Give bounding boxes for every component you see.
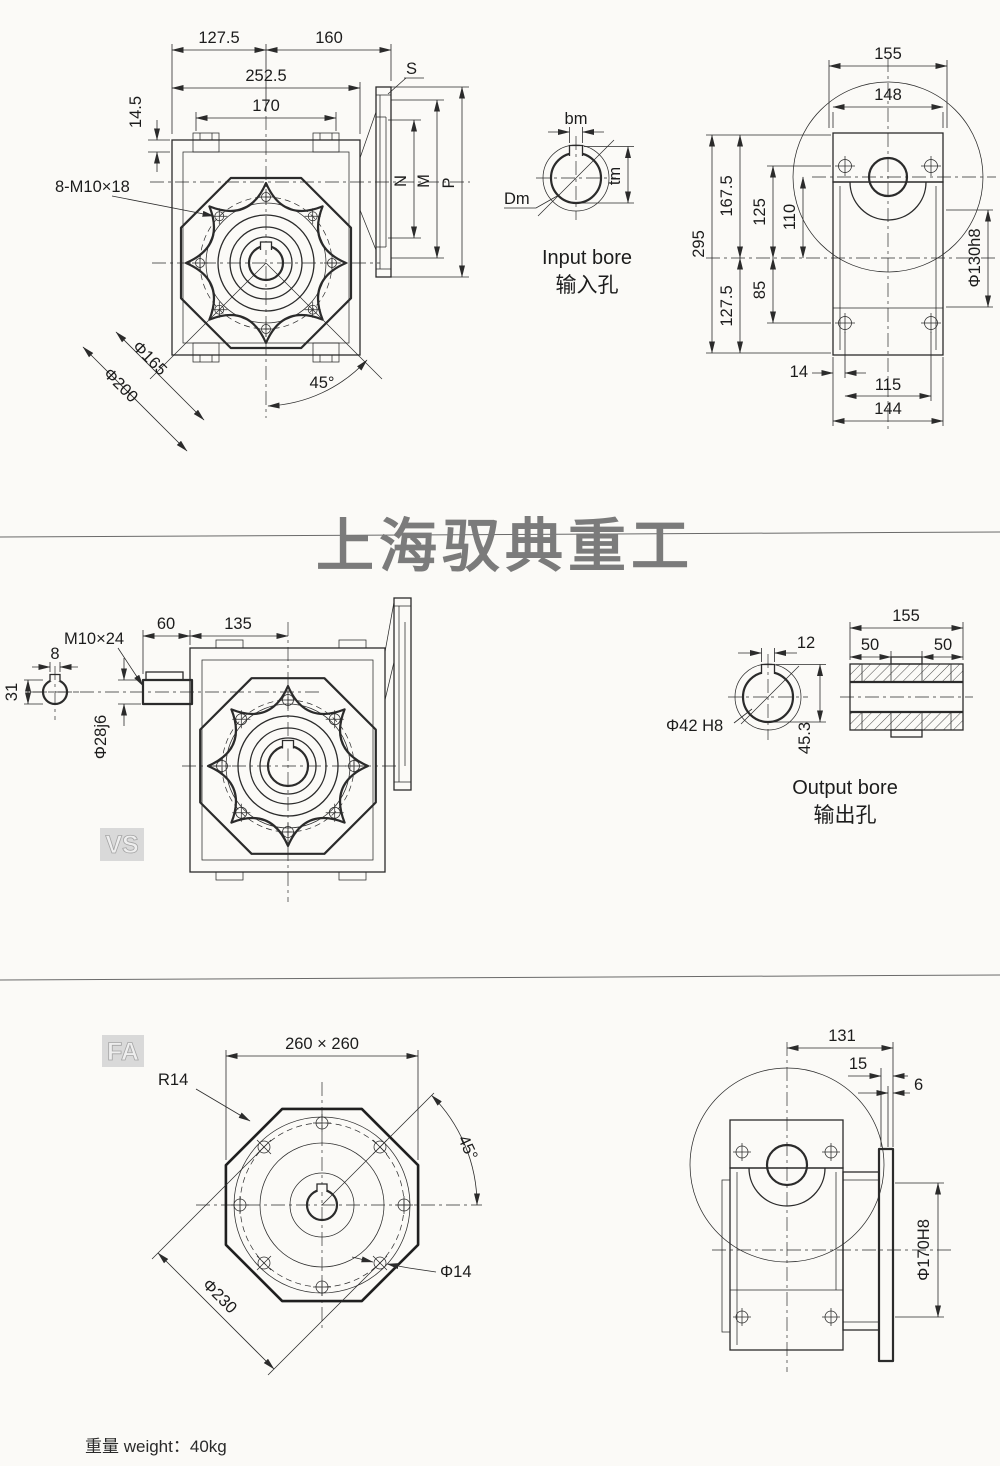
fa-side-view-dimensions: 131 15 6 Φ170H8 xyxy=(786,1027,944,1318)
dim-125: 125 xyxy=(751,198,769,226)
label-s: S xyxy=(406,60,417,78)
front-view-dimensions: 127.5 160 252.5 170 14.5 8-M10×18 Φ165 Φ… xyxy=(55,29,469,452)
fa-side-view-bolt-holes xyxy=(733,1143,840,1326)
dim-dm: Dm xyxy=(504,190,530,208)
dim-127-5: 127.5 xyxy=(198,29,239,47)
dim-dia42h8: Φ42 H8 xyxy=(666,717,723,735)
dim-m10x24: M10×24 xyxy=(64,630,124,648)
dim-dia230: Φ230 xyxy=(199,1276,241,1318)
input-bore-label-zh: 输入孔 xyxy=(556,274,619,297)
dim-14-5: 14.5 xyxy=(127,96,145,128)
output-bore-dimensions: 12 Φ42 H8 45.3 xyxy=(666,634,826,754)
vs-view-flange xyxy=(384,597,412,791)
vs-view-input-shaft xyxy=(33,666,194,720)
dim-127-5-rear: 127.5 xyxy=(718,285,736,326)
rear-view-drawing: 155 148 295 167.5 125 110 127.5 85 Φ130h… xyxy=(690,45,996,432)
dim-45-3: 45.3 xyxy=(796,722,814,754)
vs-badge: VS xyxy=(105,831,138,859)
section-divider-bottom xyxy=(0,974,1000,981)
dim-15: 15 xyxy=(849,1055,867,1073)
dim-295: 295 xyxy=(690,230,708,258)
dim-6: 6 xyxy=(914,1076,923,1094)
output-shaft-section xyxy=(840,656,973,738)
dim-148: 148 xyxy=(874,86,902,104)
fa-side-view-drawing: 131 15 6 Φ170H8 xyxy=(689,1027,952,1372)
section-divider-top xyxy=(0,531,1000,538)
dim-135: 135 xyxy=(224,615,252,633)
label-p: P xyxy=(440,177,458,188)
dim-50-right: 50 xyxy=(934,636,952,654)
dim-170: 170 xyxy=(252,97,280,115)
weight-note: 重量 weight：40kg xyxy=(85,1437,227,1456)
fa-badge: FA xyxy=(107,1038,139,1066)
dim-160: 160 xyxy=(315,29,343,47)
dim-dia200: Φ200 xyxy=(100,365,142,407)
dim-144: 144 xyxy=(874,400,902,418)
dim-dia165: Φ165 xyxy=(129,338,171,380)
dim-dia28j6: Φ28j6 xyxy=(92,715,110,759)
dim-8: 8 xyxy=(50,645,59,663)
dim-155-output: 155 xyxy=(892,607,920,625)
dim-115: 115 xyxy=(875,376,901,394)
input-bore-label-en: Input bore xyxy=(542,247,632,269)
output-bore-label-en: Output bore xyxy=(792,777,898,799)
dim-131: 131 xyxy=(828,1027,856,1045)
rear-view-bolt-holes xyxy=(835,156,941,333)
dim-14: 14 xyxy=(790,363,808,381)
label-m: M xyxy=(415,174,433,188)
dim-12: 12 xyxy=(797,634,815,652)
dim-dia170h8: Φ170H8 xyxy=(915,1219,933,1281)
dim-60: 60 xyxy=(157,615,175,633)
bolt-pattern-label: 8-M10×18 xyxy=(55,178,130,196)
dim-angle-45-fa: 45° xyxy=(454,1133,481,1163)
dim-155: 155 xyxy=(874,45,902,63)
output-bore-label-zh: 输出孔 xyxy=(814,804,877,827)
front-view-flange xyxy=(359,86,392,278)
dim-tm: tm xyxy=(606,167,624,185)
front-view-bolt-holes xyxy=(192,189,340,337)
front-view-drawing: 127.5 160 252.5 170 14.5 8-M10×18 Φ165 Φ… xyxy=(55,29,470,452)
output-shaft-dimensions: 155 50 50 xyxy=(849,607,964,662)
fa-badge-background xyxy=(102,1035,144,1067)
dim-bm: bm xyxy=(565,110,588,128)
dim-dia130h8: Φ130h8 xyxy=(966,228,984,287)
vs-view-body xyxy=(189,639,386,881)
fa-side-view-body xyxy=(721,1119,895,1363)
dim-260x260: 260 × 260 xyxy=(285,1035,359,1053)
dim-dia14: Φ14 xyxy=(440,1263,472,1281)
dim-angle-45: 45° xyxy=(310,374,335,392)
dim-167-5: 167.5 xyxy=(718,175,736,216)
input-bore-detail: bm tm Dm Input bore 输入孔 xyxy=(504,110,634,297)
dim-31: 31 xyxy=(3,683,21,701)
dim-252-5: 252.5 xyxy=(245,67,286,85)
label-n: N xyxy=(392,175,410,187)
vs-view-drawing: M10×24 60 135 8 31 Φ28j6 VS xyxy=(3,597,412,902)
dim-r14: R14 xyxy=(158,1071,188,1089)
vs-badge-background xyxy=(100,828,144,861)
dim-50-left: 50 xyxy=(861,636,879,654)
dim-110: 110 xyxy=(781,204,799,230)
rear-view-dimensions: 155 148 295 167.5 125 110 127.5 85 Φ130h… xyxy=(690,45,993,426)
vs-view-bolt-holes xyxy=(213,691,363,841)
vs-view-dimensions: M10×24 60 135 8 31 Φ28j6 xyxy=(3,615,289,759)
output-bore-detail: 12 Φ42 H8 45.3 155 50 50 Output bore xyxy=(666,607,973,827)
dim-85: 85 xyxy=(751,281,769,299)
fa-view-drawing: FA 260 × 260 R14 xyxy=(102,1035,482,1376)
brand-watermark: 上海驭典重工 xyxy=(316,514,694,579)
